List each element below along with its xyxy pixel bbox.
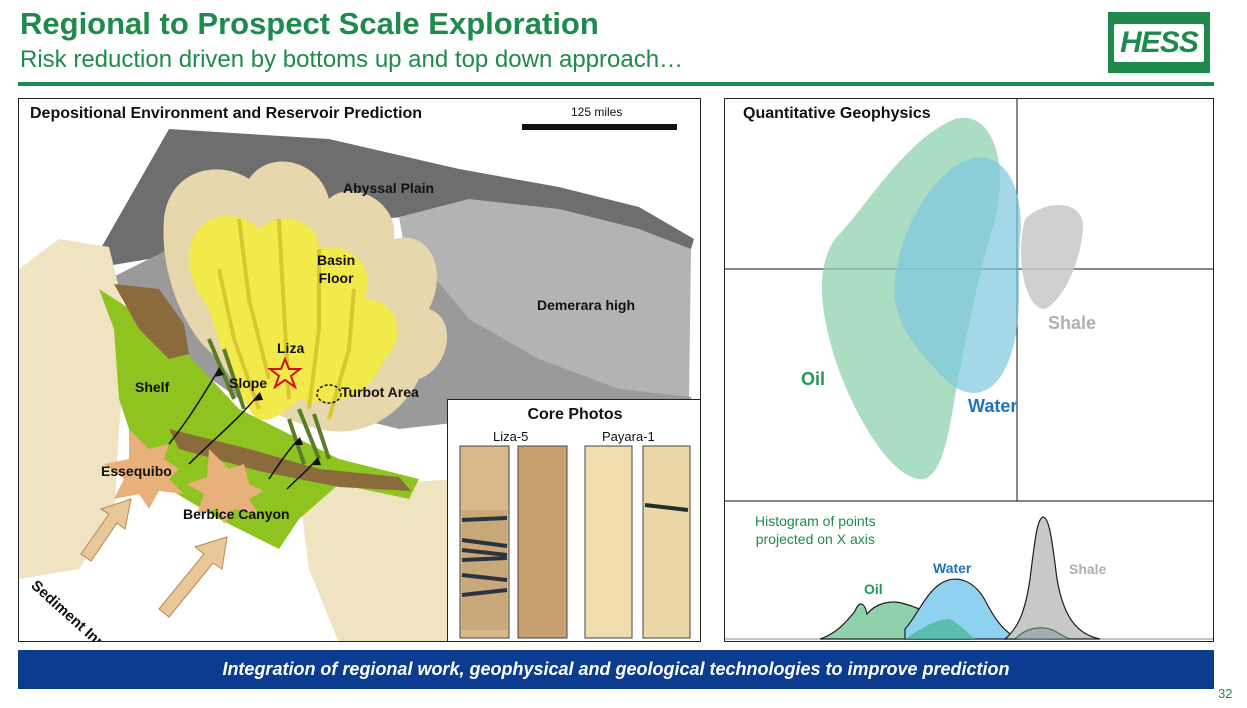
label-shelf: Shelf — [135, 379, 170, 395]
label-slope: Slope — [229, 375, 268, 391]
flow-arrowhead-2 — [253, 392, 263, 401]
cluster-label-oil: Oil — [801, 369, 826, 389]
shelf-edge — [114, 284, 189, 359]
turbot-area-outline — [316, 384, 342, 404]
core-payara-1-b-bed — [644, 503, 689, 512]
fan-inner — [188, 215, 398, 420]
histogram-shale-base — [1014, 627, 1071, 640]
shale-cloud — [1021, 205, 1084, 309]
flow-arrowhead-4 — [311, 457, 321, 465]
flow-arrowhead-1 — [214, 367, 224, 377]
shelf-edge-strip — [169, 429, 411, 491]
core-payara-1-b — [642, 445, 691, 639]
slide-subtitle: Risk reduction driven by bottoms up and … — [20, 46, 684, 73]
label-essequibo: Essequibo — [101, 463, 172, 479]
header-rule — [18, 82, 1214, 86]
liza-star — [267, 356, 303, 390]
land-left — [19, 239, 129, 579]
well-label-payara-1: Payara-1 — [602, 429, 655, 444]
cluster-label-water: Water — [968, 396, 1018, 416]
cluster-label-shale: Shale — [1048, 313, 1097, 333]
flow-arrow-2 — [188, 393, 260, 465]
well-label-liza-5: Liza-5 — [493, 429, 529, 444]
core-photos-title: Core Photos — [527, 406, 623, 423]
core-photo-images — [459, 445, 691, 639]
slope-channels — [207, 338, 331, 465]
label-basin-floor: Basin Floor — [317, 252, 356, 286]
histogram-caption: Histogram of points projected on X axis — [755, 513, 876, 547]
core-liza-5-b — [517, 445, 568, 639]
logo-text: HESS — [1120, 25, 1199, 59]
essequibo-canyon — [104, 429, 184, 509]
slide-title: Regional to Prospect Scale Exploration — [20, 6, 599, 41]
histogram-overlap — [905, 619, 975, 639]
histogram-shale — [1003, 516, 1101, 640]
core-liza-5-a-dark — [462, 510, 507, 630]
label-abyssal-plain: Abyssal Plain — [343, 180, 435, 196]
geophysics-title: Quantitative Geophysics — [743, 105, 931, 122]
core-photos-box: Core Photos Liza-5 Payara-1 — [447, 399, 701, 642]
sediment-arrow-2 — [158, 536, 228, 618]
histogram-label-oil: Oil — [864, 581, 883, 597]
scale-bar — [522, 124, 677, 130]
page-number: 32 — [1218, 686, 1233, 701]
scale-label: 125 miles — [571, 105, 623, 119]
label-turbot-area: Turbot Area — [341, 384, 419, 400]
crossplot — [725, 99, 1213, 640]
histogram-label-shale: Shale — [1069, 561, 1107, 577]
banner-text: Integration of regional work, geophysica… — [222, 659, 1010, 679]
histogram-label-water: Water — [933, 560, 972, 576]
flow-arrowhead-3 — [293, 437, 303, 445]
depositional-title: Depositional Environment and Reservoir P… — [30, 105, 423, 122]
fan-channels — [217, 218, 356, 420]
label-berbice-canyon: Berbice Canyon — [183, 506, 290, 522]
hess-logo: HESS — [1108, 12, 1210, 73]
label-demerara-high: Demerara high — [537, 297, 636, 313]
berbice-canyon-shape — [187, 449, 264, 524]
core-payara-1-a — [584, 445, 633, 639]
core-liza-5-a-beds — [461, 516, 508, 597]
water-cloud — [894, 157, 1021, 393]
sediment-arrow-1 — [80, 498, 132, 562]
geophysics-panel: Quantitative Geophysics Oil Water Shale … — [724, 98, 1214, 642]
conclusion-banner: Integration of regional work, geophysica… — [18, 650, 1214, 689]
label-liza: Liza — [277, 340, 305, 356]
